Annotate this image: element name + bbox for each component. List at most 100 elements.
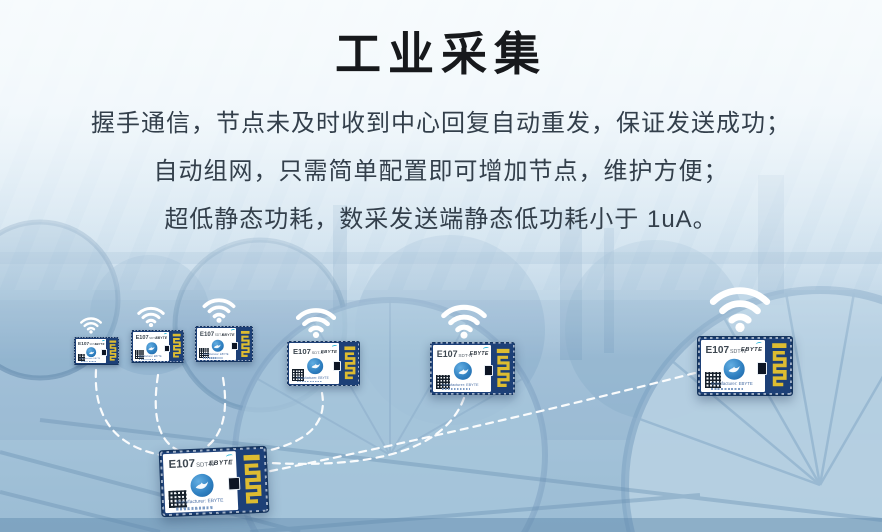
meander-antenna-icon: [767, 338, 791, 394]
meander-antenna-icon: [170, 331, 183, 362]
module-fineprint: Manufacturer: EBYTE: [297, 376, 329, 383]
fineprint-bar: [203, 357, 223, 359]
ebyte-logo: EBYTE: [221, 329, 235, 337]
sensor-node-4: E107SDT-N EBYTE Manufacturer: EBYTE: [287, 307, 360, 387]
ebyte-logo-text: EBYTE: [469, 350, 489, 357]
rf-module: E107SDT-N EBYTE Manufacturer: EBYTE: [287, 341, 360, 387]
rf-module: E107SDT-N EBYTE Manufacturer: EBYTE: [158, 445, 270, 518]
module-model-suffix: SDT-N: [311, 349, 324, 355]
module-fineprint: Manufacturer: EBYTE: [80, 358, 100, 363]
hub-module: E107SDT-N EBYTE Manufacturer: EBYTE: [158, 445, 270, 518]
ebyte-logo-mark: [755, 341, 763, 347]
module-label: E107SDT-N EBYTE Manufacturer: EBYTE: [432, 344, 492, 393]
qr-code-icon: [704, 371, 721, 388]
feature-description: 握手通信，节点未及时收到中心回复自动重发，保证发送成功； 自动组网，只需简单配置…: [0, 100, 882, 244]
ebyte-logo: EBYTE: [94, 339, 105, 346]
module-label: E107SDT-N EBYTE Manufacturer: EBYTE: [289, 343, 340, 384]
page-title: 工业采集: [335, 28, 547, 80]
ipex-connector: [230, 341, 238, 351]
ebyte-logo-text: EBYTE: [155, 336, 168, 341]
module-fineprint: Manufacturer: EBYTE: [176, 498, 224, 511]
module-fineprint: Manufacturer: EBYTE: [441, 383, 479, 391]
sensor-node-6: E107SDT-N EBYTE Manufacturer: EBYTE: [697, 287, 793, 396]
qr-code-icon: [292, 368, 305, 381]
wifi-icon: [709, 287, 770, 333]
meander-antenna-icon: [493, 343, 514, 394]
module-model-suffix: SDT-N: [730, 348, 746, 355]
rf-module: E107SDT-N EBYTE Manufacturer: EBYTE: [429, 341, 516, 395]
fineprint-bar: [80, 361, 96, 363]
fineprint-bar: [297, 380, 322, 383]
module-model: E107: [78, 342, 90, 348]
qr-code-icon: [77, 353, 86, 362]
sensor-node-3: E107SDT-N EBYTE Manufacturer: EBYTE: [195, 298, 253, 362]
module-model: E107: [168, 458, 196, 472]
fineprint-bar: [441, 388, 471, 391]
ebyte-bird-badge: [190, 473, 215, 498]
module-model: E107: [199, 330, 215, 338]
wifi-icon: [296, 307, 337, 338]
ipex-connector: [228, 476, 240, 491]
module-model-suffix: SDT-N: [458, 352, 473, 358]
ipex-connector: [101, 349, 107, 357]
ebyte-bird-badge: [723, 358, 745, 380]
sensor-node-5: E107SDT-N EBYTE Manufacturer: EBYTE: [429, 304, 516, 395]
ebyte-logo: EBYTE: [320, 344, 338, 354]
module-model: E107: [135, 334, 149, 341]
ebyte-logo-text: EBYTE: [320, 348, 338, 354]
rf-module: E107SDT-N EBYTE Manufacturer: EBYTE: [195, 326, 253, 362]
wifi-icon: [79, 317, 102, 334]
module-model-suffix: SDT-N: [89, 343, 97, 347]
fineprint-bar: [138, 358, 157, 360]
ebyte-bird-badge: [453, 362, 473, 381]
module-model: E107: [705, 344, 730, 356]
module-model-suffix: SDT-N: [149, 335, 158, 340]
module-label: E107SDT-N EBYTE Manufacturer: EBYTE: [75, 338, 106, 364]
wifi-icon: [202, 298, 236, 323]
ebyte-logo-text: EBYTE: [208, 458, 234, 468]
module-fineprint: Manufacturer: EBYTE: [203, 353, 229, 359]
ebyte-logo: EBYTE: [208, 453, 234, 468]
wifi-icon: [440, 304, 487, 339]
qr-code-icon: [135, 349, 144, 359]
ebyte-logo-text: EBYTE: [740, 346, 763, 353]
rf-module: E107SDT-N EBYTE Manufacturer: EBYTE: [74, 337, 119, 365]
meander-antenna-icon: [238, 327, 253, 361]
ipex-connector: [163, 344, 171, 353]
sensor-node-2: E107SDT-N EBYTE Manufacturer: EBYTE: [131, 306, 184, 363]
wifi-icon: [137, 306, 166, 327]
ipex-connector: [757, 362, 768, 375]
description-line-3: 超低静态功耗，数采发送端静态低功耗小于 1uA。: [164, 206, 718, 233]
ebyte-bird-badge: [86, 347, 97, 358]
ebyte-logo: EBYTE: [740, 341, 763, 353]
rf-module: E107SDT-N EBYTE Manufacturer: EBYTE: [697, 336, 793, 396]
ebyte-logo-text: EBYTE: [94, 342, 105, 346]
ipex-connector: [332, 361, 342, 371]
meander-antenna-icon: [341, 342, 359, 385]
description-line-2: 自动组网，只需简单配置即可增加节点，维护方便；: [153, 158, 729, 185]
module-model: E107: [436, 348, 458, 359]
ebyte-bird-badge: [211, 339, 224, 353]
ebyte-logo-mark: [482, 346, 489, 351]
ebyte-bird-badge: [145, 342, 158, 354]
module-model-suffix: SDT-N: [214, 332, 225, 337]
sensor-node-1: E107SDT-N EBYTE Manufacturer: EBYTE: [74, 317, 119, 365]
rf-module: E107SDT-N EBYTE Manufacturer: EBYTE: [131, 330, 184, 363]
ebyte-logo-text: EBYTE: [221, 332, 235, 337]
ipex-connector: [483, 365, 494, 377]
meander-antenna-icon: [107, 338, 118, 364]
fineprint-bar: [710, 387, 744, 390]
ebyte-bird-badge: [307, 358, 324, 374]
module-label: E107SDT-N EBYTE Manufacturer: EBYTE: [132, 331, 169, 361]
module-fineprint: Manufacturer: EBYTE: [138, 354, 162, 360]
qr-code-icon: [199, 347, 210, 358]
module-label: E107SDT-N EBYTE Manufacturer: EBYTE: [162, 450, 239, 514]
module-label: E107SDT-N EBYTE Manufacturer: EBYTE: [700, 339, 766, 392]
fineprint-bar: [176, 506, 213, 511]
ebyte-logo: EBYTE: [155, 332, 168, 341]
qr-code-icon: [436, 374, 451, 389]
module-model: E107: [292, 346, 311, 356]
module-label: E107SDT-N EBYTE Manufacturer: EBYTE: [197, 328, 237, 360]
